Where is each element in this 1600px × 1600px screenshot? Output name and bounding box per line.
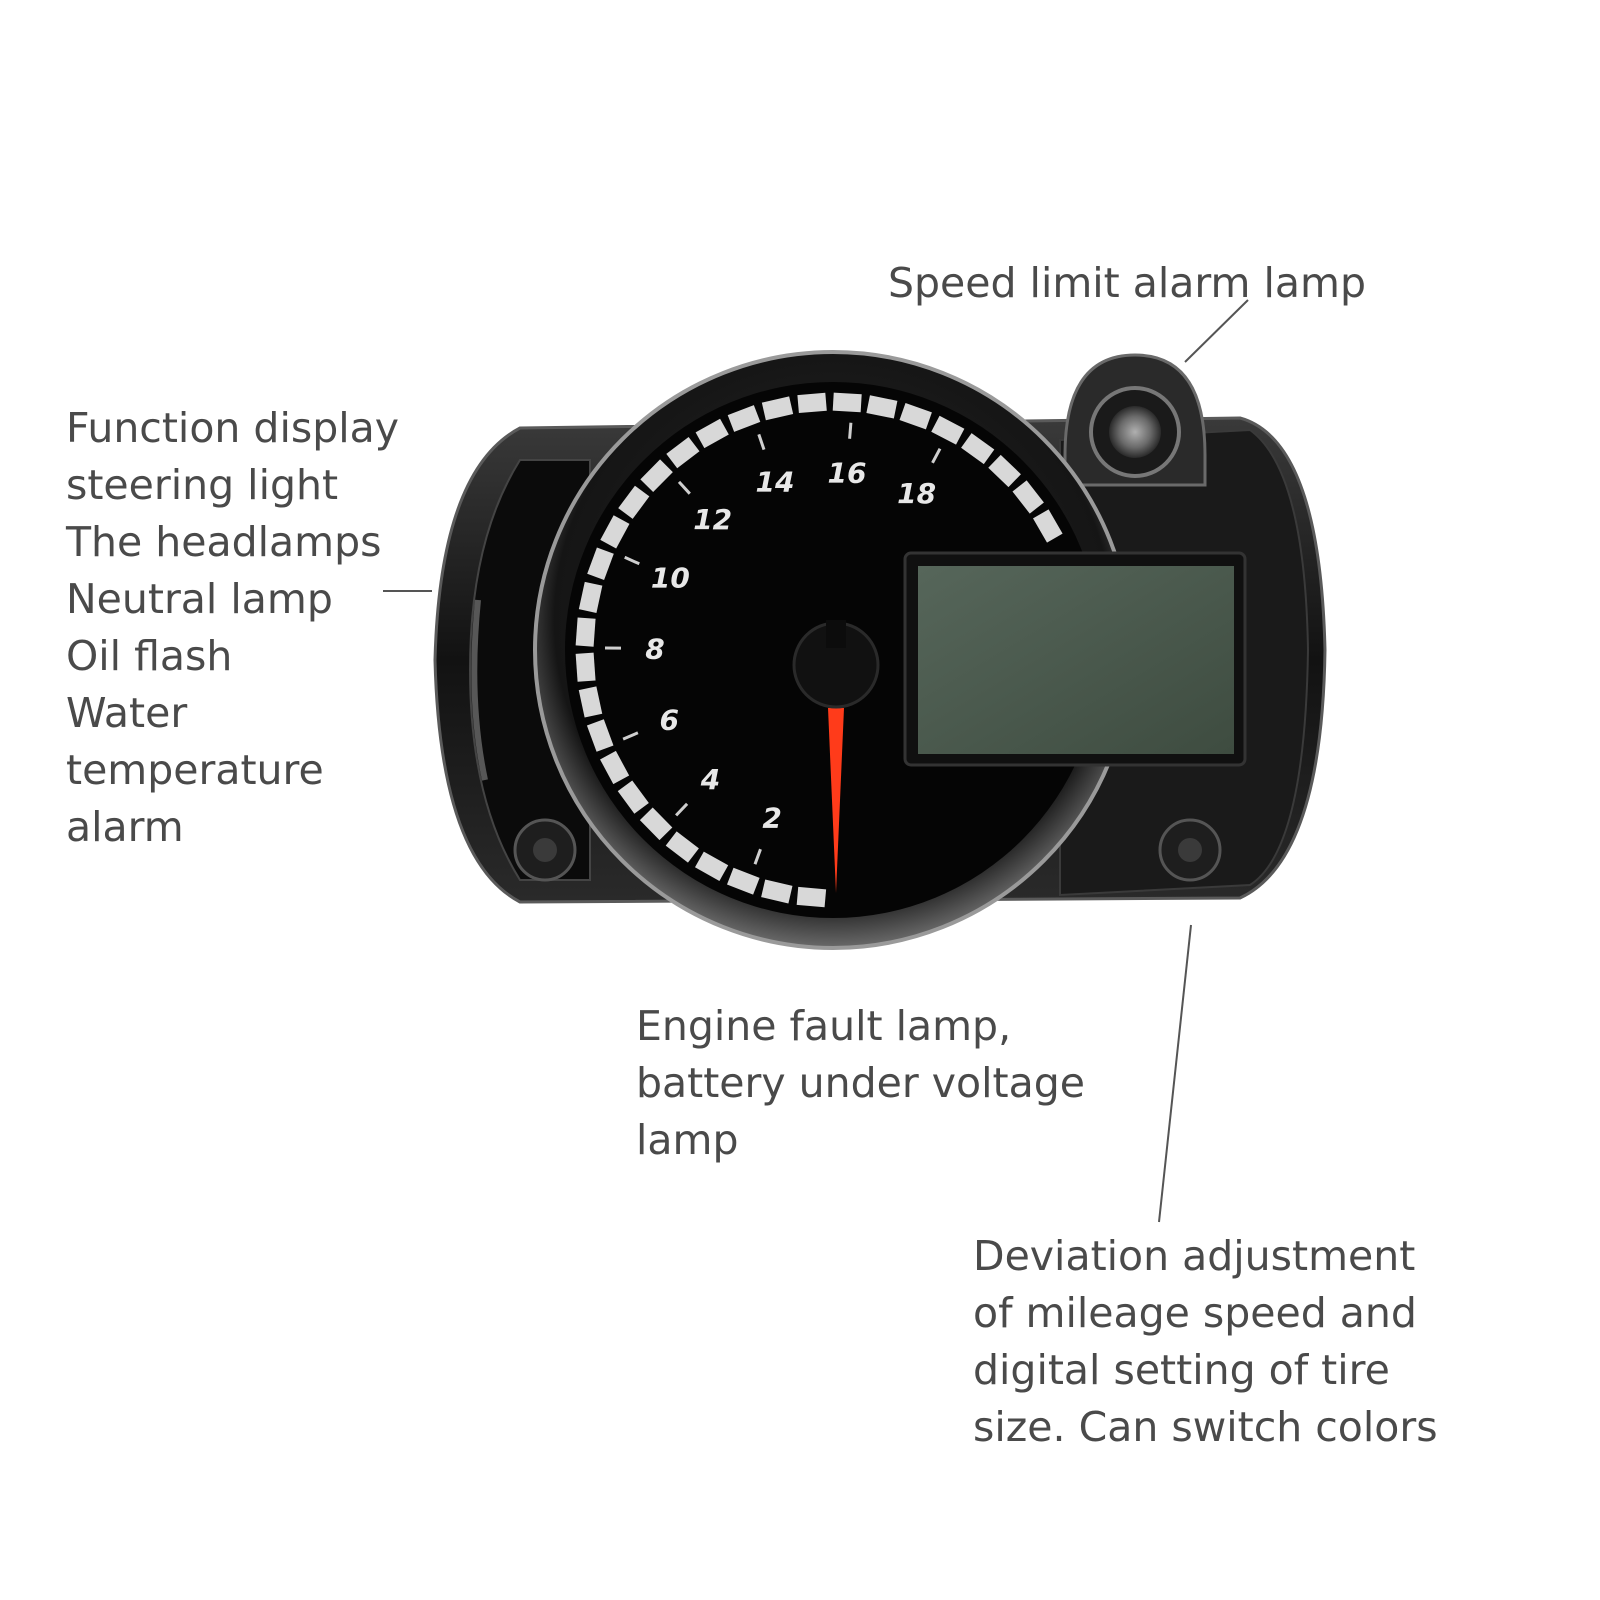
tach-segment — [832, 392, 862, 413]
tach-segment — [587, 547, 614, 581]
tach-label: 12 — [693, 503, 732, 536]
tach-segment — [575, 617, 596, 647]
needle-hub — [792, 620, 880, 709]
tach-segment — [899, 403, 932, 430]
left-panel-highlight — [471, 599, 488, 781]
callout-line: The headlamps — [66, 518, 382, 566]
tach-label: 2 — [762, 801, 781, 834]
tach-segment — [761, 396, 794, 421]
callout-speed-limit-alarm-lamp: Speed limit alarm lamp — [888, 255, 1366, 312]
tach-tick — [624, 555, 640, 566]
callout-line: temperature — [66, 746, 324, 794]
tach-segment — [575, 652, 596, 682]
callout-line: Speed limit alarm lamp — [888, 259, 1367, 307]
callout-deviation-adjustment: Deviation adjustment of mileage speed an… — [973, 1228, 1438, 1456]
tach-segment — [600, 515, 630, 549]
callout-line: of mileage speed and — [973, 1289, 1417, 1337]
tach-segment — [586, 719, 614, 752]
tach-tick — [675, 802, 689, 817]
leader-line-deviation — [1158, 924, 1192, 1223]
callout-line: alarm — [66, 803, 184, 851]
tach-segment — [694, 851, 729, 881]
tach-segment — [866, 395, 898, 419]
callout-line: Engine fault lamp, — [636, 1002, 1012, 1050]
tach-tick — [677, 480, 691, 495]
tach-tick — [757, 433, 766, 451]
tachometer-needle — [828, 708, 844, 893]
callout-line: Water — [66, 689, 188, 737]
screw-left — [513, 818, 577, 882]
tach-tick — [622, 731, 639, 741]
tach-label: 16 — [828, 457, 867, 490]
tach-label: 18 — [897, 477, 936, 510]
lcd-screen — [918, 566, 1234, 754]
callout-line: size. Can switch colors — [973, 1403, 1438, 1451]
callout-line: Deviation adjustment — [973, 1232, 1416, 1280]
callout-line: Oil flash — [66, 632, 233, 680]
tach-segment — [796, 886, 827, 908]
tach-segment — [618, 485, 650, 519]
tach-label: 10 — [651, 562, 690, 595]
speed-limit-alarm-lamp — [1063, 353, 1207, 487]
callout-line: battery under voltage — [636, 1059, 1085, 1107]
tach-segment — [797, 392, 827, 414]
tach-segment — [639, 807, 673, 841]
tach-segment — [578, 581, 603, 613]
callout-line: Neutral lamp — [66, 575, 333, 623]
tach-segment — [988, 454, 1021, 488]
tach-segment — [665, 831, 699, 863]
tach-tick — [931, 447, 942, 464]
callout-line: Function display — [66, 404, 400, 452]
tach-segment — [1012, 480, 1044, 514]
callout-line: steering light — [66, 461, 339, 509]
callout-engine-fault-lamp: Engine fault lamp, battery under voltage… — [636, 998, 1085, 1169]
tachometer-segments — [575, 392, 1063, 908]
tach-segment — [600, 750, 630, 785]
tach-label: 6 — [659, 704, 678, 737]
callout-line: lamp — [636, 1116, 739, 1164]
tach-segment — [931, 415, 965, 445]
tach-segment — [666, 436, 700, 469]
lcd-panel — [903, 551, 1247, 767]
tach-label: 4 — [700, 763, 720, 796]
tach-segment — [726, 867, 760, 895]
tach-tick — [753, 848, 762, 865]
tach-segment — [617, 780, 649, 814]
tach-tick — [848, 422, 853, 439]
screw-right — [1158, 818, 1222, 882]
tach-segment — [640, 459, 673, 492]
tach-segment — [695, 418, 729, 449]
tach-segment — [761, 879, 793, 904]
leader-line-speed-limit — [1184, 299, 1249, 363]
tach-label: 14 — [756, 466, 795, 499]
callout-line: digital setting of tire — [973, 1346, 1390, 1394]
callout-indicator-lamps: Function display steering light The head… — [66, 400, 399, 856]
tach-label: 8 — [645, 632, 664, 665]
tach-segment — [1033, 509, 1063, 543]
tach-segment — [961, 433, 995, 465]
tach-segment — [578, 686, 603, 718]
tach-segment — [727, 405, 761, 432]
